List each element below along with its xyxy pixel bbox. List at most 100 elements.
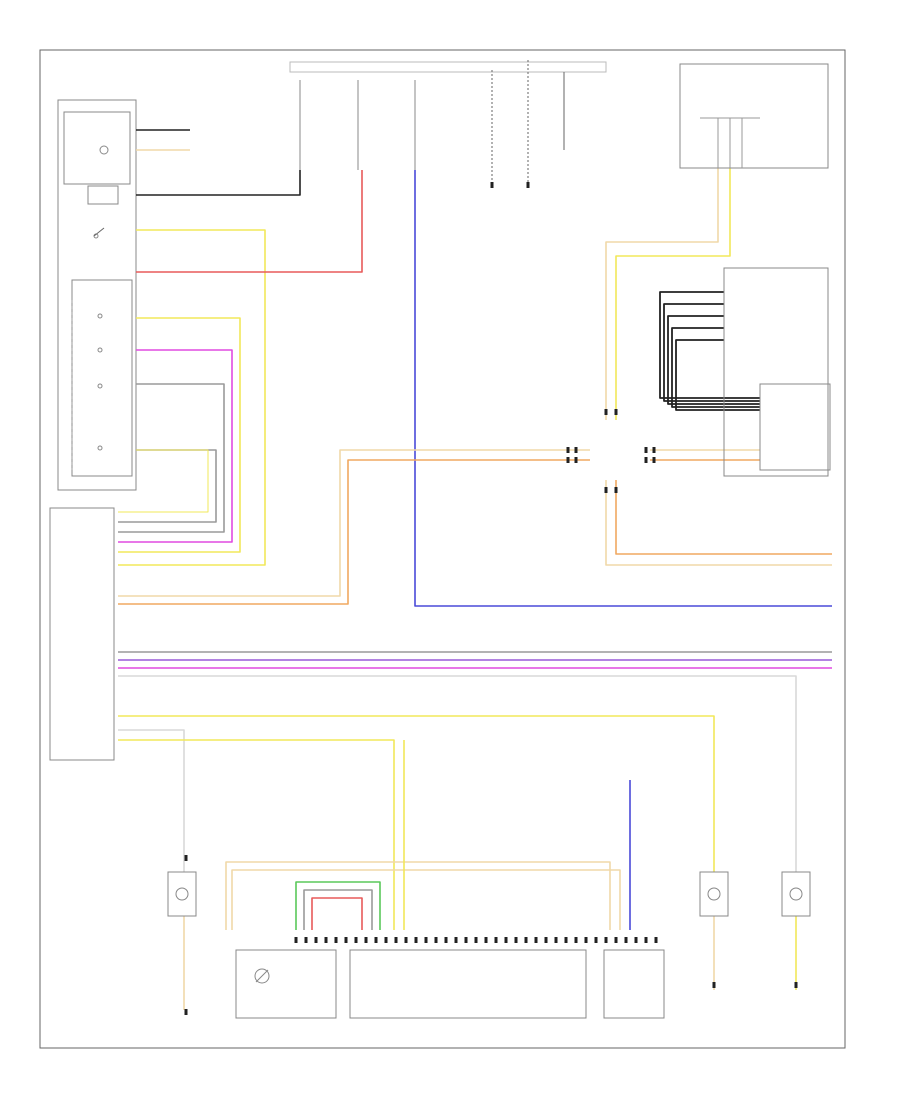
pin-32 bbox=[434, 937, 438, 943]
pin-23 bbox=[344, 937, 348, 943]
wire-15 bbox=[605, 480, 832, 566]
pin-45 bbox=[564, 937, 568, 943]
wire-2 bbox=[136, 170, 363, 273]
pin-51 bbox=[624, 937, 628, 943]
pin-6 bbox=[652, 447, 656, 453]
pin-2 bbox=[574, 447, 578, 453]
pin-13 bbox=[526, 182, 530, 188]
pin-28 bbox=[394, 937, 398, 943]
pin-44 bbox=[554, 937, 558, 943]
wire-8 bbox=[118, 449, 217, 523]
pin-15 bbox=[184, 1009, 188, 1015]
pin-1 bbox=[566, 457, 570, 463]
pin-47 bbox=[584, 937, 588, 943]
right-module bbox=[723, 267, 831, 477]
pin-39 bbox=[504, 937, 508, 943]
pin-0 bbox=[566, 447, 570, 453]
pin-48 bbox=[594, 937, 598, 943]
pin-17 bbox=[794, 982, 798, 988]
pin-7 bbox=[652, 457, 656, 463]
wire-36 bbox=[311, 897, 363, 930]
pin-54 bbox=[654, 937, 658, 943]
pin-31 bbox=[424, 937, 428, 943]
instrument-cluster bbox=[679, 63, 829, 169]
pin-19 bbox=[304, 937, 308, 943]
pin-20 bbox=[314, 937, 318, 943]
wire-33 bbox=[225, 861, 611, 930]
pin-8 bbox=[604, 409, 608, 415]
pin-24 bbox=[354, 937, 358, 943]
pin-11 bbox=[614, 487, 618, 493]
pin-5 bbox=[644, 457, 648, 463]
pin-53 bbox=[644, 937, 648, 943]
wire-32 bbox=[231, 869, 621, 930]
wire-10 bbox=[414, 170, 832, 607]
wire-28 bbox=[118, 715, 715, 872]
pin-35 bbox=[464, 937, 468, 943]
wire-34 bbox=[295, 881, 381, 930]
pin-14 bbox=[184, 855, 188, 861]
lower-center-main bbox=[349, 949, 587, 1019]
wire-0 bbox=[136, 170, 301, 196]
pin-27 bbox=[384, 937, 388, 943]
pin-18 bbox=[294, 937, 298, 943]
pin-29 bbox=[404, 937, 408, 943]
wire-16 bbox=[615, 480, 832, 555]
right-lamp-2 bbox=[781, 871, 811, 917]
wire-27 bbox=[118, 675, 797, 872]
lower-center-right bbox=[603, 949, 665, 1019]
pin-26 bbox=[374, 937, 378, 943]
wire-21 bbox=[667, 315, 760, 405]
wire-23 bbox=[675, 339, 760, 411]
pin-4 bbox=[644, 447, 648, 453]
pin-10 bbox=[604, 487, 608, 493]
pin-33 bbox=[444, 937, 448, 943]
pin-30 bbox=[414, 937, 418, 943]
pin-41 bbox=[524, 937, 528, 943]
diagram-frame bbox=[39, 49, 846, 1049]
pin-12 bbox=[490, 182, 494, 188]
light-switch bbox=[57, 99, 137, 491]
wire-30 bbox=[118, 739, 395, 930]
wire-35 bbox=[303, 889, 373, 930]
right-lamp-1 bbox=[699, 871, 729, 917]
connector-pins bbox=[184, 182, 798, 1015]
lower-left-lamp bbox=[167, 871, 197, 917]
wire-5 bbox=[118, 317, 241, 553]
wire-29 bbox=[118, 729, 185, 872]
pin-16 bbox=[712, 982, 716, 988]
pin-22 bbox=[334, 937, 338, 943]
wire-17 bbox=[605, 168, 719, 420]
wire-11 bbox=[118, 449, 590, 597]
wire-1 bbox=[118, 229, 266, 566]
pin-38 bbox=[494, 937, 498, 943]
pin-25 bbox=[364, 937, 368, 943]
pin-3 bbox=[574, 457, 578, 463]
pin-49 bbox=[604, 937, 608, 943]
pin-9 bbox=[614, 409, 618, 415]
left-control-module bbox=[49, 507, 115, 761]
pin-37 bbox=[484, 937, 488, 943]
wire-12 bbox=[118, 459, 590, 605]
wire-7 bbox=[118, 383, 225, 533]
wire-9 bbox=[118, 449, 209, 513]
pin-52 bbox=[634, 937, 638, 943]
pin-40 bbox=[514, 937, 518, 943]
wire-18 bbox=[615, 168, 731, 420]
pin-46 bbox=[574, 937, 578, 943]
wire-19 bbox=[659, 291, 760, 399]
pin-50 bbox=[614, 937, 618, 943]
pin-43 bbox=[544, 937, 548, 943]
wires bbox=[118, 129, 832, 1010]
fuse-block bbox=[289, 60, 607, 182]
pin-36 bbox=[474, 937, 478, 943]
lower-center-left bbox=[235, 949, 337, 1019]
wire-20 bbox=[663, 303, 760, 402]
pin-42 bbox=[534, 937, 538, 943]
wire-6 bbox=[118, 349, 233, 543]
wire-22 bbox=[671, 327, 760, 408]
pin-34 bbox=[454, 937, 458, 943]
pin-21 bbox=[324, 937, 328, 943]
